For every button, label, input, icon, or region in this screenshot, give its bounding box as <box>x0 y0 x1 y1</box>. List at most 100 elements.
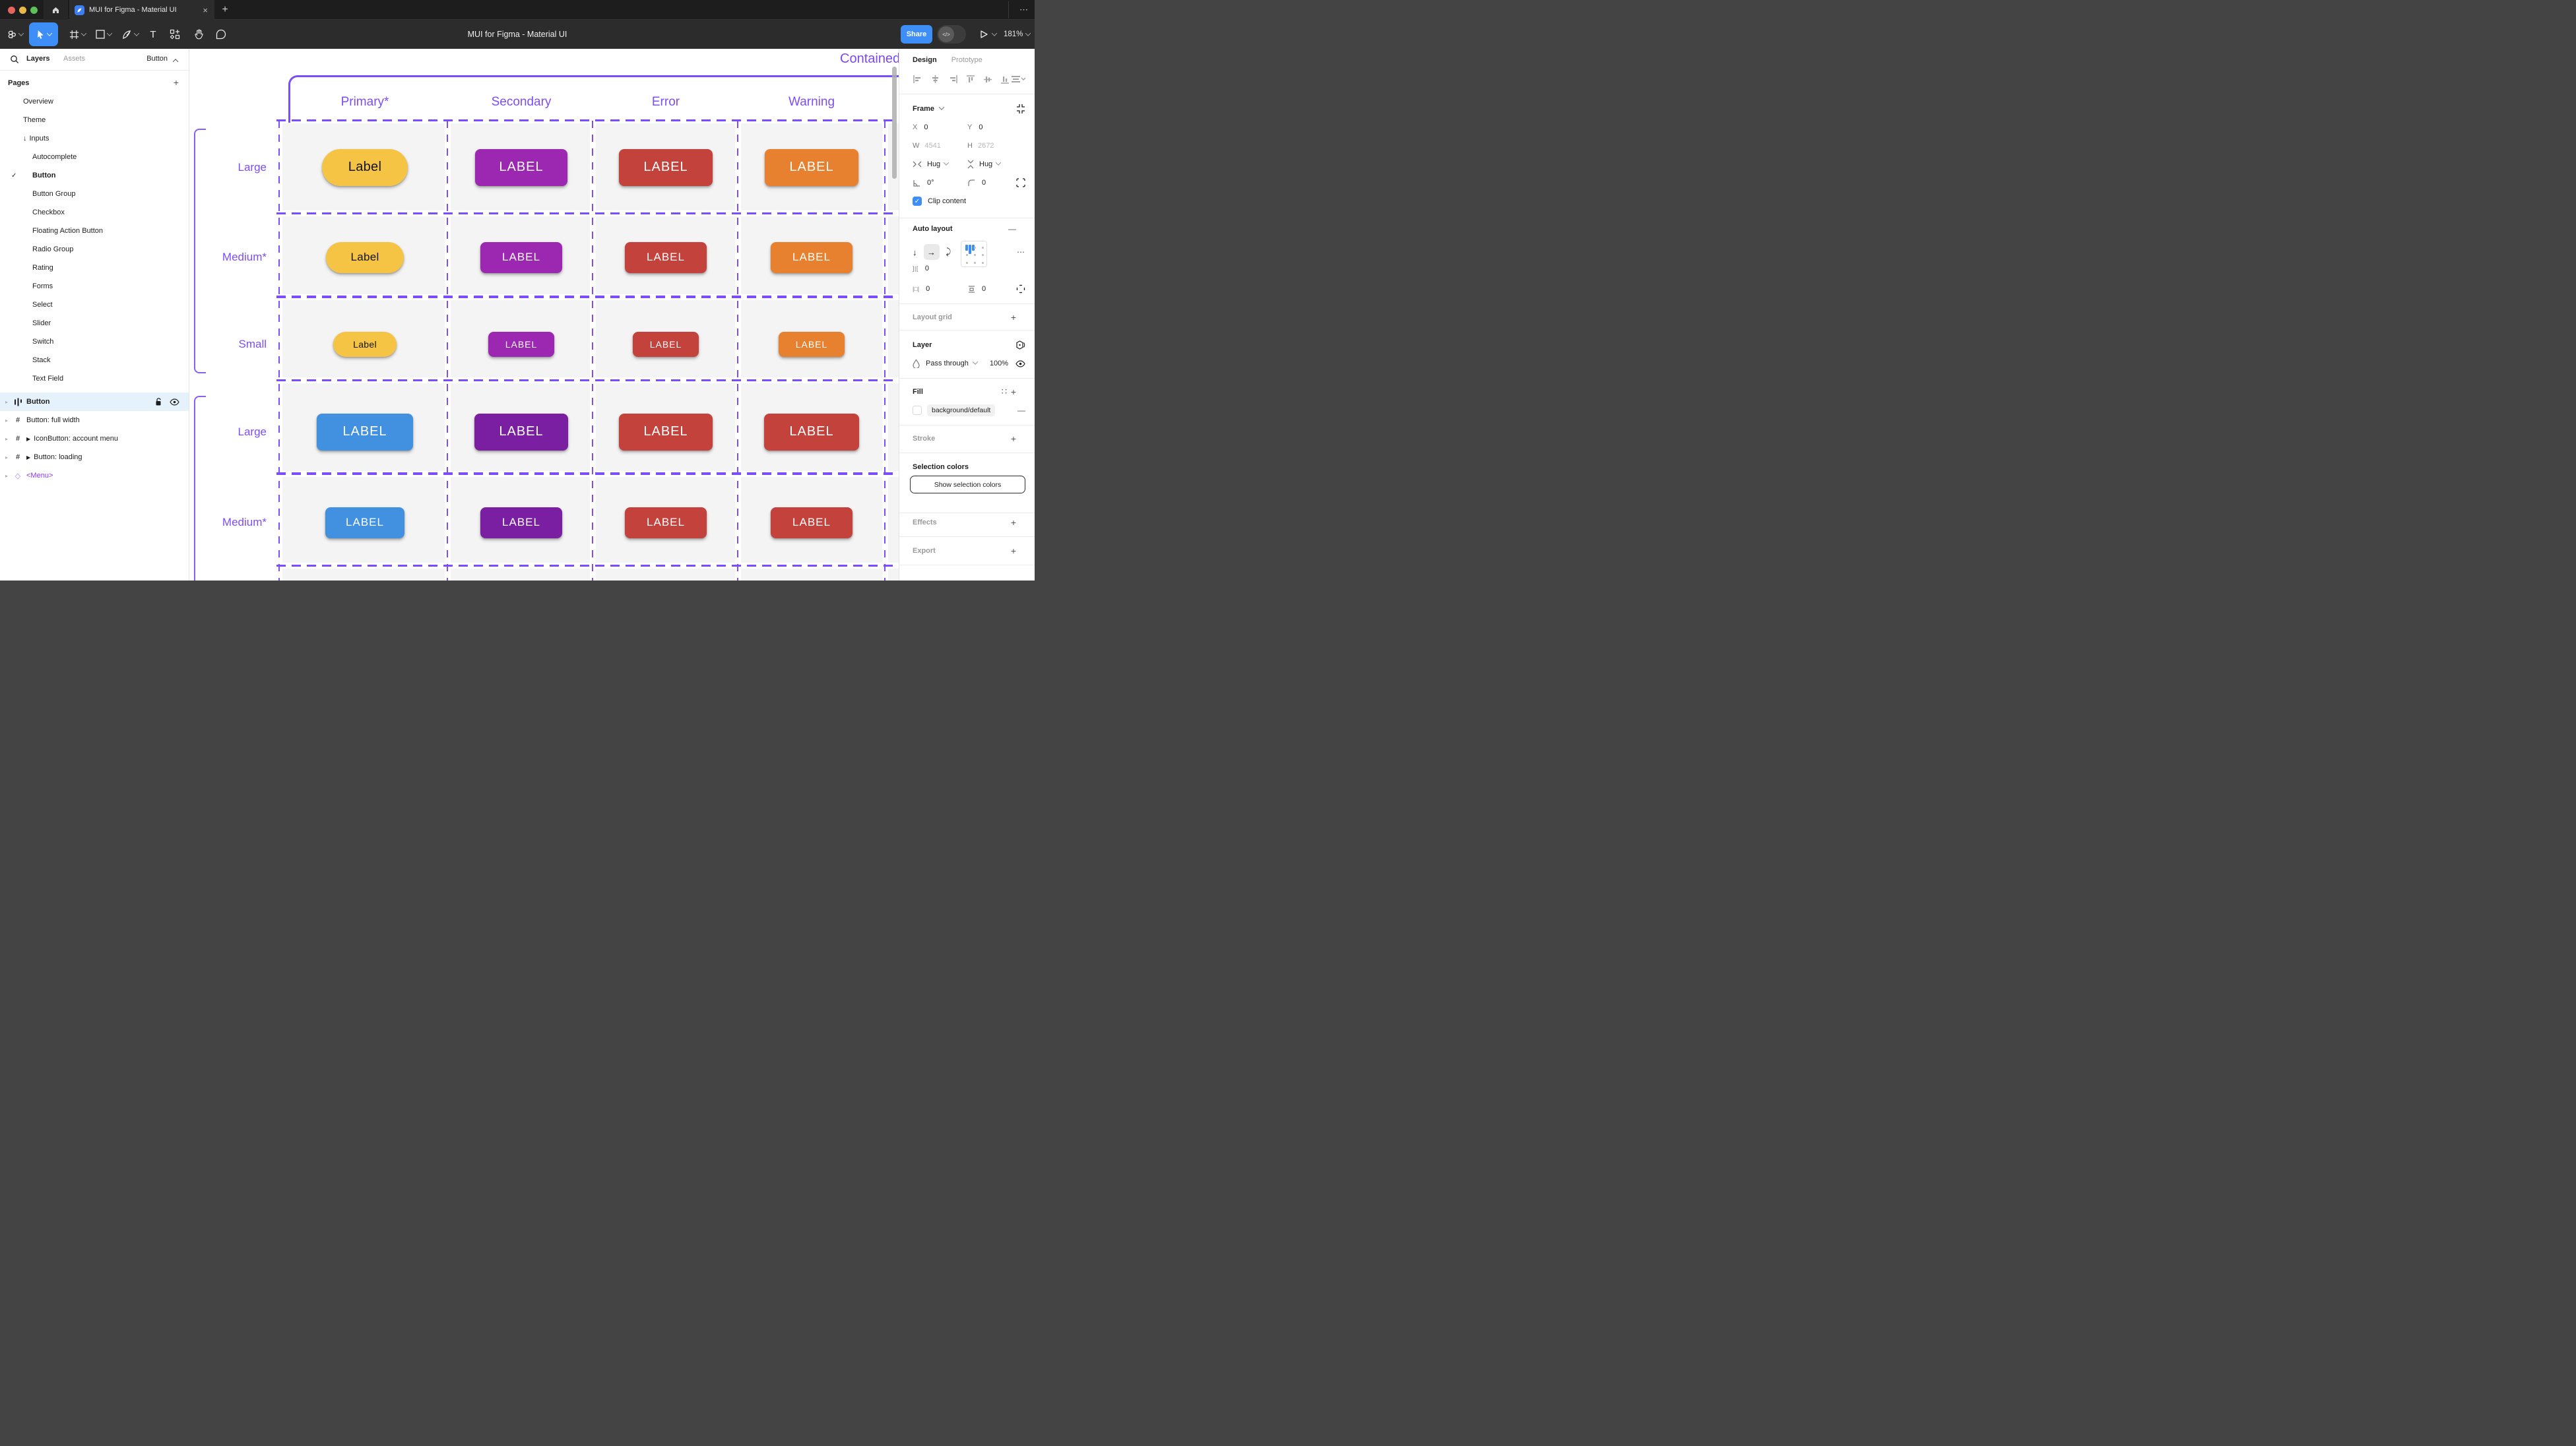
align-left-icon[interactable] <box>913 75 922 84</box>
padding-vertical-value[interactable]: 0 <box>982 285 986 293</box>
canvas-button[interactable]: LABEL <box>779 331 845 357</box>
caret-right-icon[interactable]: ▸ <box>5 398 9 405</box>
distribute-menu-icon[interactable] <box>1011 75 1025 84</box>
canvas-button[interactable]: LABEL <box>488 331 554 357</box>
independent-padding-icon[interactable] <box>1016 284 1025 294</box>
clip-content-checkbox[interactable]: ✓ <box>913 197 922 206</box>
direction-right-button-selected[interactable]: → <box>923 244 940 260</box>
h-value[interactable]: 2672 <box>977 142 994 150</box>
layer-item[interactable]: ▸#Button: full width <box>0 411 189 429</box>
gap-value[interactable]: 0 <box>924 265 929 272</box>
alignment-widget[interactable] <box>961 241 987 267</box>
new-tab-button[interactable]: + <box>222 4 228 15</box>
hand-tool[interactable] <box>190 20 207 49</box>
canvas-scrollbar[interactable] <box>892 67 897 179</box>
row-label[interactable]: Medium* <box>222 516 267 528</box>
page-item[interactable]: Rating <box>0 259 189 277</box>
comment-tool[interactable] <box>212 20 230 49</box>
canvas-button[interactable]: LABEL <box>480 507 562 538</box>
align-bottom-icon[interactable] <box>1000 75 1010 84</box>
caret-right-icon[interactable]: ▸ <box>5 454 9 460</box>
row-label[interactable]: Medium* <box>222 251 267 263</box>
corner-radius-value[interactable]: 0 <box>982 179 986 187</box>
canvas-button[interactable]: LABEL <box>764 413 859 451</box>
canvas-button[interactable]: LABEL <box>480 241 562 273</box>
hug-h-value[interactable]: Hug <box>927 160 941 168</box>
add-stroke-button[interactable]: + <box>1010 433 1016 444</box>
canvas-button[interactable]: LABEL <box>771 241 853 273</box>
canvas-button[interactable]: LABEL <box>619 148 713 186</box>
tab-assets[interactable]: Assets <box>63 55 86 63</box>
frame-tool[interactable] <box>66 20 88 49</box>
add-layout-grid-button[interactable]: + <box>1010 312 1016 323</box>
shape-tool[interactable] <box>92 20 115 49</box>
column-header[interactable]: Warning <box>788 95 835 109</box>
tab-design[interactable]: Design <box>913 56 937 64</box>
align-top-icon[interactable] <box>966 75 975 84</box>
align-right-icon[interactable] <box>948 75 958 84</box>
page-item[interactable]: Floating Action Button <box>0 222 189 240</box>
resources-tool[interactable] <box>166 20 183 49</box>
frame-title[interactable]: Contained <box>840 51 899 66</box>
zoom-menu[interactable]: 181% <box>1004 20 1031 49</box>
page-selector[interactable]: Button <box>146 55 168 63</box>
remove-auto-layout-button[interactable]: — <box>1008 224 1016 234</box>
chevron-down-icon[interactable] <box>991 30 998 36</box>
layer-item[interactable]: ▸◇<Menu> <box>0 466 189 485</box>
layer-item[interactable]: ▸#▶IconButton: account menu <box>0 429 189 448</box>
independent-corners-icon[interactable] <box>1016 178 1025 187</box>
document-tab[interactable]: MUI for Figma - Material UI × <box>69 0 214 20</box>
auto-layout-more-icon[interactable]: ⋯ <box>1017 247 1025 257</box>
dev-mode-toggle[interactable]: </> <box>937 25 966 44</box>
eye-icon[interactable] <box>1015 360 1025 367</box>
eye-icon[interactable] <box>170 398 179 406</box>
pen-tool[interactable] <box>119 20 141 49</box>
search-icon[interactable] <box>10 55 19 64</box>
page-item[interactable]: Theme <box>0 111 189 129</box>
canvas-button[interactable]: LABEL <box>619 413 713 451</box>
main-menu-button[interactable] <box>5 20 25 49</box>
blend-mode-value[interactable]: Pass through <box>926 360 969 367</box>
chevron-down-icon[interactable] <box>938 104 945 110</box>
page-item[interactable]: Autocomplete <box>0 148 189 166</box>
minimize-window-button[interactable] <box>19 6 26 14</box>
column-header[interactable]: Secondary <box>491 95 552 109</box>
close-window-button[interactable] <box>8 6 15 14</box>
direction-down-button[interactable]: ↓ <box>913 247 917 257</box>
page-item[interactable]: Stack <box>0 351 189 369</box>
fill-styles-icon[interactable]: ∷ <box>1001 387 1007 396</box>
column-header[interactable]: Error <box>651 95 680 109</box>
add-page-button[interactable]: + <box>173 77 179 88</box>
y-value[interactable]: 0 <box>979 123 983 131</box>
column-header[interactable]: Primary* <box>340 95 389 109</box>
add-fill-button[interactable]: + <box>1010 387 1016 397</box>
page-item[interactable]: ↓Inputs <box>0 129 189 148</box>
tab-close-icon[interactable]: × <box>203 5 208 15</box>
page-item[interactable]: Forms <box>0 277 189 296</box>
canvas-button[interactable]: Label <box>322 148 408 186</box>
tab-layers[interactable]: Layers <box>26 55 50 63</box>
canvas-button[interactable]: Label <box>326 241 404 273</box>
fill-color-swatch[interactable] <box>913 406 922 415</box>
caret-right-icon[interactable]: ▸ <box>5 435 9 442</box>
home-tab[interactable] <box>44 0 68 20</box>
page-item[interactable]: ✓Button <box>0 166 189 185</box>
row-label[interactable]: Large <box>238 425 267 438</box>
page-item[interactable]: Slider <box>0 314 189 332</box>
align-h-center-icon[interactable] <box>930 75 940 84</box>
move-tool-selected[interactable] <box>29 22 58 46</box>
canvas-button[interactable]: LABEL <box>765 148 858 186</box>
layer-item[interactable]: ▸#▶Button: loading <box>0 448 189 466</box>
present-play-icon[interactable] <box>979 30 988 39</box>
page-item[interactable]: Overview <box>0 92 189 111</box>
w-value[interactable]: 4541 <box>924 142 941 150</box>
text-tool[interactable]: T <box>150 28 156 40</box>
page-item[interactable]: Text Field <box>0 369 189 388</box>
layer-item[interactable]: ▸Button <box>0 393 189 411</box>
hug-v-value[interactable]: Hug <box>979 160 993 168</box>
canvas-button[interactable]: Label <box>333 331 397 357</box>
collapse-frame-icon[interactable] <box>1016 104 1025 113</box>
frame-section-title[interactable]: Frame <box>913 105 935 113</box>
page-item[interactable]: Switch <box>0 332 189 351</box>
